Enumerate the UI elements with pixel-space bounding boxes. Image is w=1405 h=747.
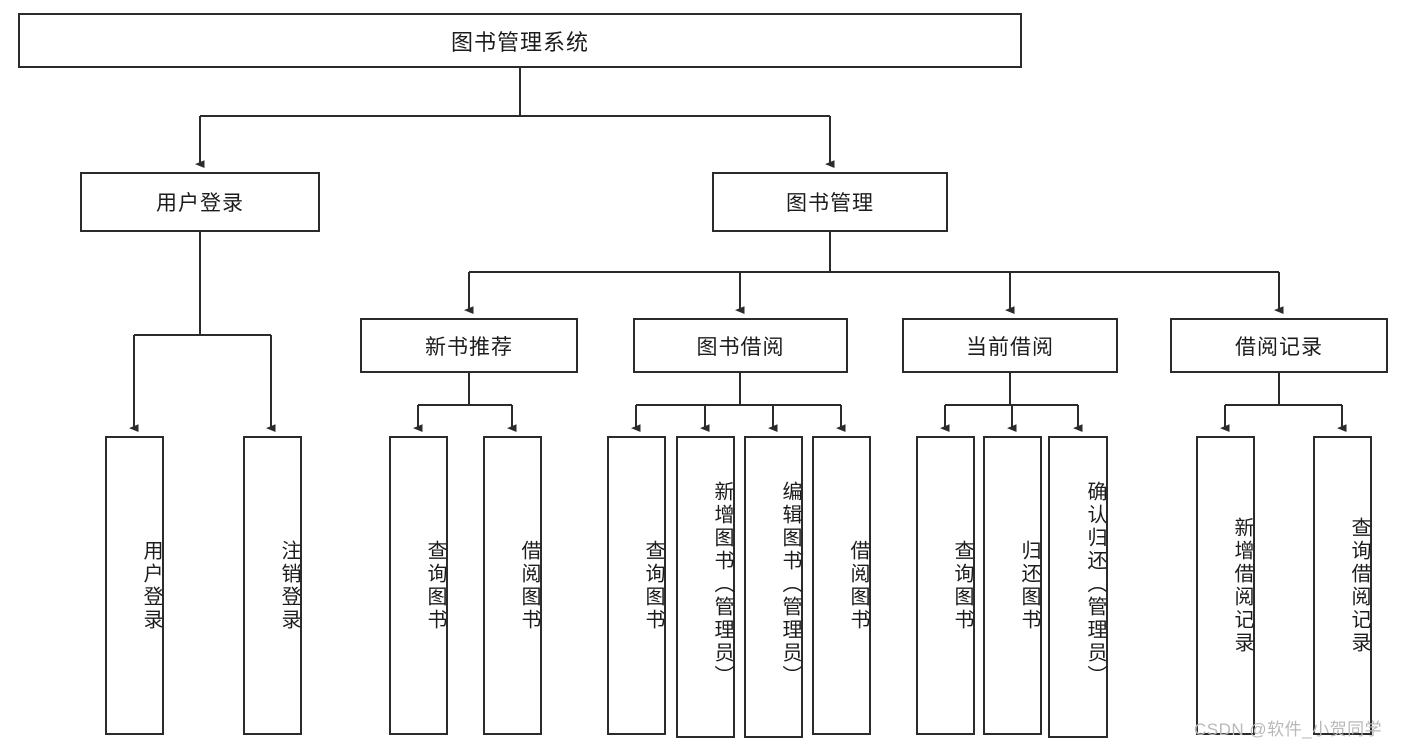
node-leaf-add-record[interactable]: 新增借阅记录: [1196, 436, 1255, 735]
node-leaf-query-record[interactable]: 查询借阅记录: [1313, 436, 1372, 735]
node-label: 借阅记录: [1235, 335, 1323, 359]
node-label: 编辑图书（管理员）: [779, 480, 801, 688]
node-label: 注销登录: [278, 539, 300, 632]
node-leaf-user-login[interactable]: 用户登录: [105, 436, 164, 735]
node-leaf-borrow-book-1[interactable]: 借阅图书: [483, 436, 542, 735]
node-user-login[interactable]: 用户登录: [80, 172, 320, 232]
node-label: 确认归还（管理员）: [1084, 480, 1106, 688]
node-book-management[interactable]: 图书管理: [712, 172, 948, 232]
node-label: 查询图书: [424, 539, 446, 632]
node-leaf-query-book-2[interactable]: 查询图书: [607, 436, 666, 735]
node-leaf-logout[interactable]: 注销登录: [243, 436, 302, 735]
node-label: 图书管理: [786, 192, 874, 215]
node-current-borrow[interactable]: 当前借阅: [902, 318, 1118, 373]
node-book-borrow[interactable]: 图书借阅: [633, 318, 848, 373]
node-leaf-query-book-3[interactable]: 查询图书: [916, 436, 975, 735]
csdn-watermark: CSDN @软件_小贺同学: [1194, 720, 1383, 739]
node-label: 查询图书: [642, 539, 664, 632]
node-new-book-recommend[interactable]: 新书推荐: [360, 318, 578, 373]
node-label: 查询借阅记录: [1348, 516, 1370, 655]
node-label: 用户登录: [156, 192, 244, 215]
node-label: 图书管理系统: [450, 29, 589, 55]
node-leaf-return-book[interactable]: 归还图书: [983, 436, 1042, 735]
node-borrow-record[interactable]: 借阅记录: [1170, 318, 1388, 373]
node-label: 归还图书: [1018, 539, 1040, 632]
node-root-system[interactable]: 图书管理系统: [18, 13, 1022, 68]
node-label: 新增图书（管理员）: [711, 480, 733, 688]
node-leaf-query-book-1[interactable]: 查询图书: [389, 436, 448, 735]
node-label: 图书借阅: [696, 335, 785, 359]
node-leaf-add-book[interactable]: 新增图书（管理员）: [676, 436, 735, 738]
node-label: 新书推荐: [425, 335, 513, 359]
node-label: 用户登录: [140, 539, 162, 632]
node-leaf-edit-book[interactable]: 编辑图书（管理员）: [744, 436, 803, 738]
node-leaf-borrow-book-2[interactable]: 借阅图书: [812, 436, 871, 735]
node-label: 当前借阅: [966, 335, 1054, 359]
node-label: 借阅图书: [847, 539, 869, 632]
node-label: 借阅图书: [518, 539, 540, 632]
node-label: 查询图书: [951, 539, 973, 632]
node-label: 新增借阅记录: [1231, 516, 1253, 655]
node-leaf-confirm-return[interactable]: 确认归还（管理员）: [1048, 436, 1108, 738]
